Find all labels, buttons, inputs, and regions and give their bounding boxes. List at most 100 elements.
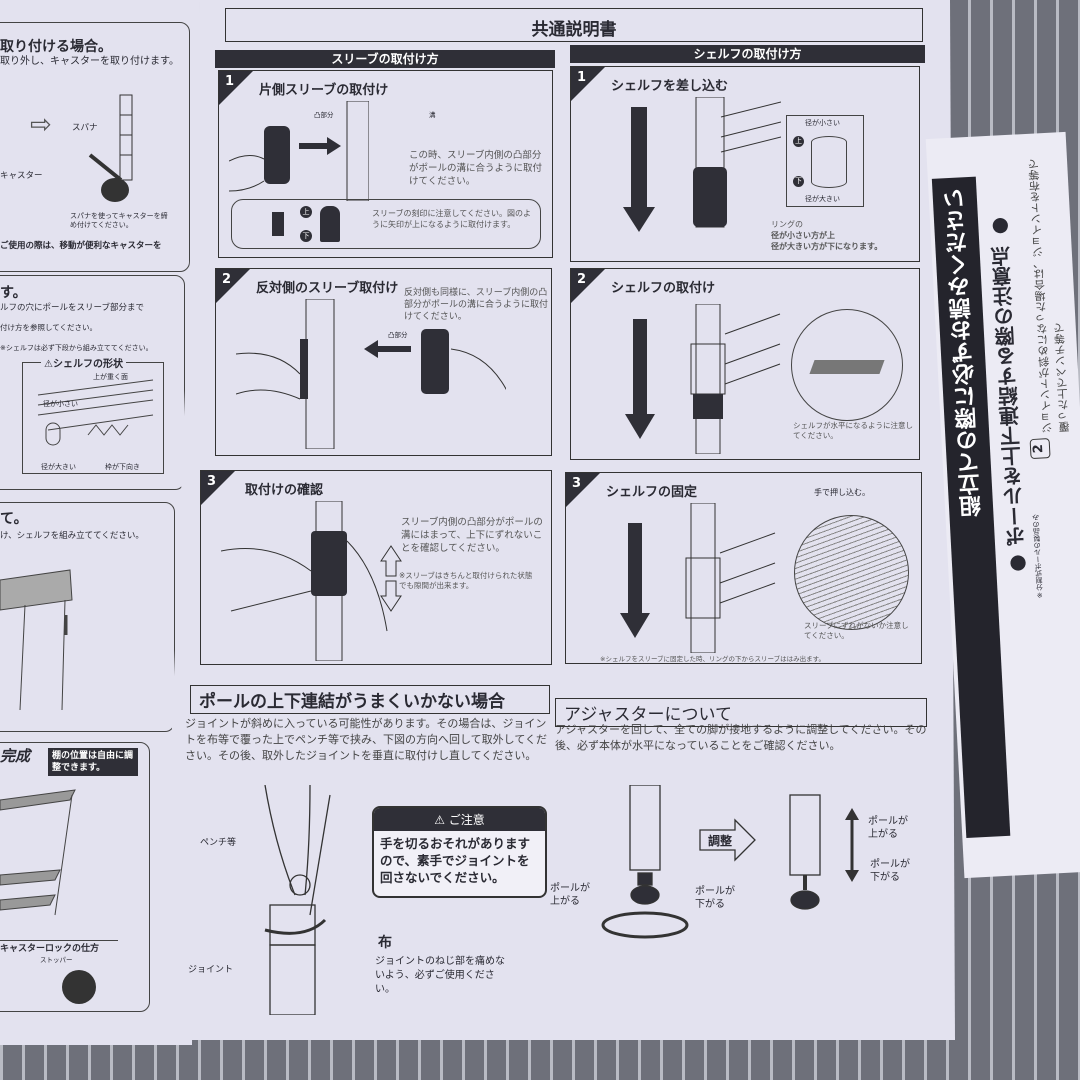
groove-label: 溝 <box>429 111 436 119</box>
caution-text: 手を切るおそれがありますので、素手でジョイントを回さないでください。 <box>380 836 531 885</box>
push-detail-circle <box>794 515 909 630</box>
pole-section-text: ジョイントが斜めに入っている可能性があります。その場合は、ジョイントを布等で覆っ… <box>185 717 548 762</box>
sleeve-check-illustration <box>221 501 402 661</box>
step-text: この時、スリーブ内側の凸部分がポールの溝に合うように取付けてください。 <box>409 150 543 187</box>
up-mark: 上 <box>793 136 804 147</box>
step-title: 取付けの確認 <box>245 483 324 498</box>
caster-label: キャスター <box>0 171 43 181</box>
small-diameter-label: 径が小さい <box>805 119 840 127</box>
step-title: シェルフの取付け <box>611 281 716 296</box>
adjuster-illustration <box>601 785 859 939</box>
opposite-sleeve-illustration <box>236 299 506 449</box>
sleeve-text-3: ※シェルフは必ず下段から組み立ててください。 <box>0 344 153 352</box>
caster-bottom-text: ご使用の際は、移動が便利なキャスターを <box>0 241 162 251</box>
complete-panel <box>0 742 150 1012</box>
adjuster-down-label: ポールが下がる <box>695 886 735 910</box>
push-label: 手で押し込む。 <box>814 488 870 497</box>
assemble-panel <box>0 502 175 732</box>
marking-note: スリーブの刻印に注意してください。図のように矢印が上になるように取付けます。 <box>372 209 532 229</box>
adjust-label: 調整 <box>708 834 733 848</box>
caster-note: スパナを使ってキャスターを締め付けてください。 <box>70 212 168 229</box>
cloth-label: 布 <box>378 935 392 951</box>
right-note: ※分割式ポールの製品のみ <box>1031 513 1044 600</box>
step-note: シェルフが水平になるように注意してください。 <box>793 421 913 440</box>
protrusion-label: 凸部分 <box>388 331 408 339</box>
page-title: 共通説明書 <box>531 20 617 40</box>
step-number: 1 <box>219 71 253 105</box>
shape-label-top: 上が重く面 <box>93 373 128 381</box>
joint-label: ジョイント <box>188 965 234 975</box>
sleeve-text-1: ルフの穴にポールをスリーブ部分まで <box>0 303 144 313</box>
caster-heading: 取り付ける場合。 <box>0 39 112 55</box>
ring-note-line-2: 径が小さい方が上 <box>771 231 835 240</box>
caster-lock-title: キャスターロックの仕方 <box>0 940 118 954</box>
shelf-insert-illustration <box>623 97 781 232</box>
pole-down-label: ポールが下がる <box>870 859 910 883</box>
adjuster-section-text: アジャスターを回して、全ての脚が接地するように調整してください。その後、必ず本体… <box>555 723 927 752</box>
shelf-footnote: ※シェルフをスリーブに固定した時、リングの下からスリーブははみ出ます。 <box>600 655 826 663</box>
sleeve-panel <box>0 275 185 490</box>
shelf-shape-title: ⚠シェルフの形状 <box>41 355 126 370</box>
stopper-label: ストッパー <box>40 956 73 964</box>
common-instruction-sheet: 共通説明書 スリーブの取付け方 1 片側スリーブの取付け 凸部分 溝 この時、ス… <box>160 0 955 1040</box>
ring-note-line-3: 径が大きい方が下になります。 <box>771 242 883 251</box>
sleeve-attach-illustration <box>229 101 369 201</box>
shape-label-frame: 枠が下向き <box>105 463 140 471</box>
sleeve-step-2: 2 反対側のスリーブ取付け 反対側も同様に、スリーブ内側の凸部分がポールの溝に合… <box>215 268 552 456</box>
shelf-attach-illustration <box>625 304 781 454</box>
caster-wheel-icon <box>62 970 96 1004</box>
caster-panel <box>0 22 190 272</box>
pole-section-heading: ポールの上下連結がうまくいかない場合 <box>190 685 550 714</box>
step-title: シェルフの固定 <box>606 485 698 500</box>
down-mark: 下 <box>793 176 804 187</box>
ring-diameter-detail: 径が小さい 上 下 径が大きい <box>786 115 864 207</box>
caution-box: ⚠ ご注意 手を切るおそれがありますので、素手でジョイントを回さないでください。 <box>372 806 547 898</box>
step-number: 3 <box>201 471 235 505</box>
title-box: 共通説明書 <box>225 8 923 42</box>
assemble-heading: て。 <box>0 511 28 527</box>
shelf-step-2: 2 シェルフの取付け シェルフが水平になるように注意してください。 <box>570 268 920 460</box>
pliers-label: ペンチ等 <box>200 838 237 848</box>
shape-label-large: 径が大きい <box>41 463 76 471</box>
complete-heading: 完成 <box>0 747 31 765</box>
caster-pole-illustration <box>88 94 133 202</box>
shelf-level-icon <box>809 360 885 374</box>
sleeve-step-3: 3 取付けの確認 スリーブ内側の凸部分がポールの溝にはまって、上下にずれないこと… <box>200 470 552 665</box>
large-diameter-label: 径が大きい <box>805 195 840 203</box>
shelf-shape-box: ⚠シェルフの形状 上が重く面 径が小さい 径が大きい 枠が下向き <box>22 355 164 474</box>
sleeve-heading: す。 <box>0 285 27 301</box>
shelf-assembly-illustration <box>0 569 73 711</box>
up-mark: 上 <box>300 206 312 218</box>
step-note: スリーブにずれがないか注意してください。 <box>804 621 909 640</box>
assemble-text: け、シェルフを組み立ててください。 <box>0 531 144 541</box>
sleeve-icon <box>272 212 284 236</box>
step-title: シェルフを差し込む <box>611 79 729 94</box>
step-number: 2 <box>571 269 605 303</box>
ring-note: リングの 径が小さい方が上 径が大きい方が下になります。 <box>771 219 882 252</box>
pole-up-label: ポールが上がる <box>868 816 908 840</box>
shelf-section-header: シェルフの取付け方 <box>570 45 925 63</box>
adjuster-section-heading: アジャスターについて <box>555 698 927 727</box>
warning-icon: ⚠ <box>44 359 53 370</box>
sleeve-marking-icon <box>320 206 340 242</box>
sleeve-text-2: 付け方を参照してください。 <box>0 323 98 332</box>
step-note: ※スリーブはきちんと取付けられた状態でも隙間が出来ます。 <box>399 571 533 590</box>
step-text: 反対側も同様に、スリーブ内側の凸部分がポールの溝に合うように取付けてください。 <box>404 288 549 322</box>
ring-note-line-1: リングの <box>771 220 803 229</box>
protrusion-label: 凸部分 <box>314 111 334 119</box>
level-detail-circle <box>791 309 903 421</box>
caster-text: 取り外し、キャスターを取り付けます。 <box>0 56 179 67</box>
shape-label-small: 径が小さい <box>43 400 78 408</box>
down-mark: 下 <box>300 230 312 242</box>
completed-shelf-illustration <box>0 789 76 916</box>
pliers-joint-illustration <box>264 785 331 1015</box>
step-number: 2 <box>216 269 250 303</box>
step-text: スリーブ内側の凸部分がポールの溝にはまって、上下にずれないことを確認してください… <box>401 517 543 554</box>
spanner-label: スパナ <box>72 123 98 133</box>
right-text: ジョイントが斜めになった場合は、ジョイントを布等で覆った上でペンチ等で <box>1026 158 1072 434</box>
banner-text: 組立ての際に必ずお読みください <box>943 187 986 518</box>
adjuster-up-label: ポールが上がる <box>550 883 590 907</box>
arrow-right-icon: ⇨ <box>30 110 52 140</box>
step-title: 片側スリーブの取付け <box>259 83 389 98</box>
ring-icon <box>811 136 847 188</box>
